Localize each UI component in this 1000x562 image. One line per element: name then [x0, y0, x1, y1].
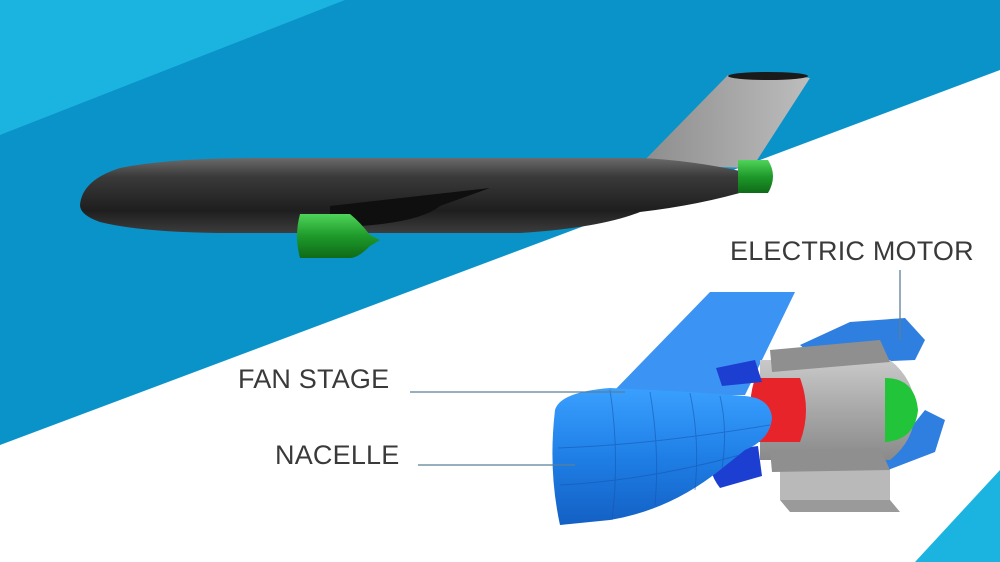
electric-motor [885, 378, 918, 442]
core-lower-shell [770, 448, 890, 472]
nacelle-panel-lines [557, 389, 771, 521]
airplane-icon [80, 72, 810, 258]
wing [330, 188, 490, 226]
leader-lines [410, 270, 901, 466]
tail-fin [640, 74, 810, 168]
inlet-ring-top [716, 360, 762, 386]
core-upper-shell [770, 340, 890, 372]
fuselage [80, 158, 750, 233]
fan-stage-label: FAN STAGE [238, 364, 390, 394]
nacelle-label: NACELLE [275, 440, 400, 470]
engine-cutaway-icon [552, 292, 945, 525]
nacelle [552, 388, 772, 525]
motor-mount-base [780, 500, 900, 512]
electric-motor-label: ELECTRIC MOTOR [730, 236, 974, 266]
tail-engine [738, 160, 773, 193]
background-band-light [0, 0, 345, 135]
fin-tip [728, 72, 808, 80]
corner-accent [915, 470, 1000, 562]
motor-housing-bottom [880, 410, 945, 470]
wing-engine [297, 214, 380, 258]
